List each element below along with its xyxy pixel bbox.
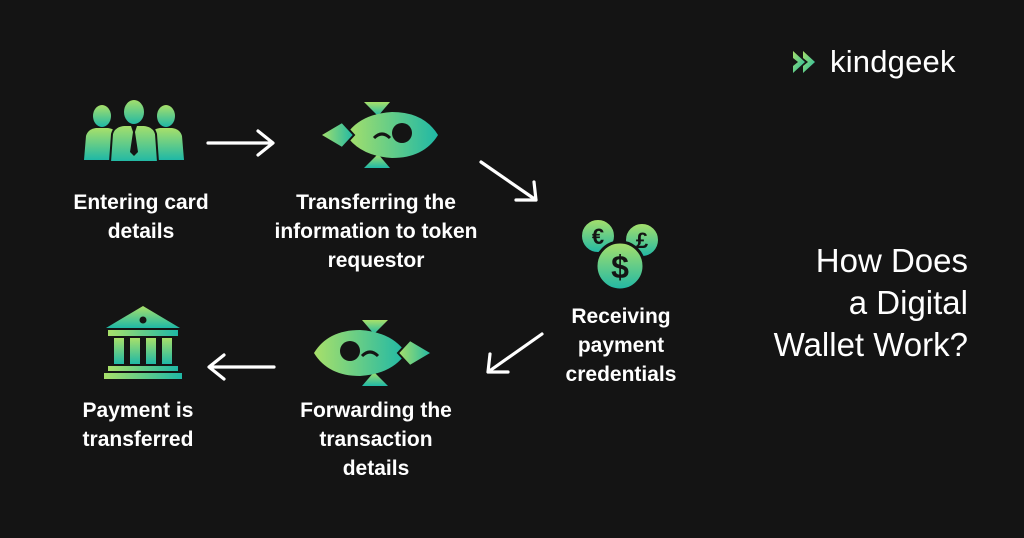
arrow-right-icon <box>206 129 275 157</box>
kindgeek-logo-icon <box>793 51 815 73</box>
headline: How Does a Digital Wallet Work? <box>774 240 968 366</box>
headline-line: How Does <box>815 242 968 279</box>
arrow-down-left-icon <box>486 332 544 374</box>
step-label-receiving-credentials: Receiving payment credentials <box>565 305 677 386</box>
step-label-payment-transferred: Payment is transferred <box>82 399 194 451</box>
step-label-forwarding-transaction: Forwarding the transaction details <box>300 399 452 480</box>
rocket-icon <box>318 102 438 168</box>
brand-logo: kindgeek <box>790 44 956 80</box>
brand-name: kindgeek <box>830 44 956 79</box>
headline-line: Wallet Work? <box>773 326 968 363</box>
step-label-transferring-information: Transferring the information to token re… <box>274 191 478 272</box>
arrow-down-right-icon <box>479 160 538 202</box>
coins-icon: € £ $ <box>580 218 660 292</box>
euro-symbol: € <box>592 224 604 249</box>
people-group-icon <box>84 98 184 163</box>
pound-symbol: £ <box>636 228 649 253</box>
arrow-left-icon <box>207 353 276 381</box>
rocket-icon <box>314 320 434 386</box>
bank-icon <box>104 306 182 379</box>
step-label-entering-card-details: Entering card details <box>73 191 209 243</box>
dollar-symbol: $ <box>611 249 629 285</box>
headline-line: a Digital <box>848 284 968 321</box>
